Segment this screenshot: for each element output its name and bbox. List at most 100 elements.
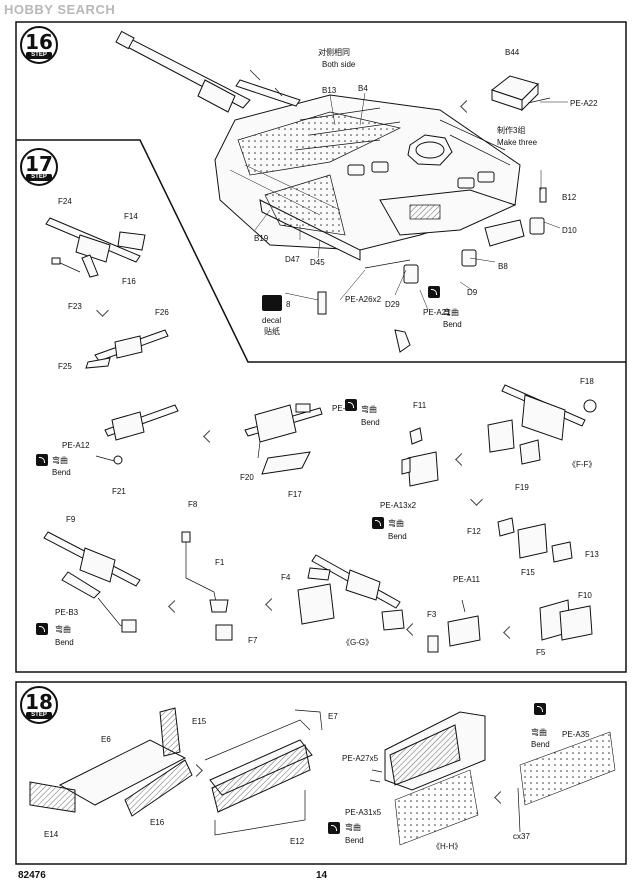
bend-icon [345,399,357,411]
part-label: B4 [358,84,368,93]
mg-f24 [45,217,146,278]
part-label: F19 [515,483,529,492]
part-label: B44 [505,48,520,57]
bend-cn: 弯曲 [345,823,361,832]
part-label: F20 [240,473,254,482]
view-hh: 《H-H》 [432,842,463,851]
part-label: D10 [562,226,577,235]
bend-cn: 弯曲 [531,728,547,737]
part-label: F8 [188,500,198,509]
part-label: F7 [248,636,258,645]
part-label: 8 [286,300,291,309]
part-label: D45 [310,258,325,267]
bend-icon [534,703,546,715]
part-label: PE-A11 [453,575,480,584]
part-label: F18 [580,377,594,386]
step17-divider [16,139,626,363]
bin-e7 [204,709,323,836]
bend-cn: 弯曲 [361,405,377,414]
part-label: PE-B4 [332,404,356,413]
step16-frame [15,21,627,673]
bin-h [369,711,486,846]
make-three-en: Make three [497,138,538,147]
part-label: F9 [66,515,76,524]
part-label: F23 [68,302,82,311]
part-label: E6 [101,735,111,744]
bend-icon [36,454,48,466]
part-label: PE-B3 [55,608,79,617]
part-label: PE-A26x2 [345,295,382,304]
part-label: F25 [58,362,72,371]
bend-icon [36,623,48,635]
bend-cn: 弯曲 [443,308,459,317]
leaders-16 [254,92,568,311]
part-label: D47 [285,255,300,264]
part-label: F1 [215,558,225,567]
part-label: F3 [427,610,437,619]
part-label: F16 [122,277,136,286]
both-side-cn: 对侧相同 [318,48,350,57]
part-label: F15 [521,568,535,577]
decal-en: decal [262,316,282,325]
part-label: B19 [254,234,269,243]
mg-f3 [427,599,481,653]
bend-cn: 弯曲 [52,456,68,465]
part-label: E12 [290,837,305,846]
mg-f20 [244,403,323,475]
mg-f11 [401,427,439,487]
part-label: F5 [536,648,546,657]
mg-g [297,554,405,631]
mg-f21 [95,404,179,465]
bend-cn: 弯曲 [388,519,404,528]
mg-f12 [497,517,573,563]
part-label: PE-A35 [562,730,590,739]
part-label: PE-A12 [62,441,90,450]
bend-en: Bend [52,468,71,477]
part-label: F13 [585,550,599,559]
pe-a35-strip [517,731,616,833]
decal-icon [262,295,282,311]
make-three-cn: 制作3组 [497,126,526,135]
part-label: E15 [192,717,207,726]
part-label: F12 [467,527,481,536]
page-number: 14 [316,870,328,881]
part-label: B13 [322,86,337,95]
mg-f8 [181,531,233,641]
part-label: E14 [44,830,59,839]
part-label: B8 [498,262,508,271]
view-gg: 《G-G》 [342,638,374,647]
part-label: F4 [281,573,291,582]
bend-en: Bend [361,418,380,427]
part-label: F17 [288,490,302,499]
turret-assembly [115,30,521,261]
part-label: F10 [578,591,592,600]
part-label: PE-A13x2 [380,501,417,510]
bend-en: Bend [55,638,74,647]
bend-en: Bend [531,740,550,749]
step18-frame [15,681,627,865]
mg-f9 [43,531,141,633]
part-label: PE-A22 [570,99,598,108]
bend-icon [428,286,440,298]
product-code: 82476 [18,870,46,881]
part-label: cx37 [513,832,530,841]
part-label: PE-A21 [423,308,451,317]
part-b44 [490,75,551,112]
bend-en: Bend [388,532,407,541]
part-label: F24 [58,197,72,206]
part-label: D9 [467,288,478,297]
bin-e6 [29,707,193,817]
bend-en: Bend [345,836,364,845]
bend-icon [372,517,384,529]
bend-icon [328,822,340,834]
view-ff: 《F-F》 [568,460,597,469]
part-label: D29 [385,300,400,309]
bend-cn: 弯曲 [55,625,71,634]
part-label: B12 [562,193,577,202]
part-label: F11 [413,401,427,410]
part-label: PE-A31x5 [345,808,382,817]
